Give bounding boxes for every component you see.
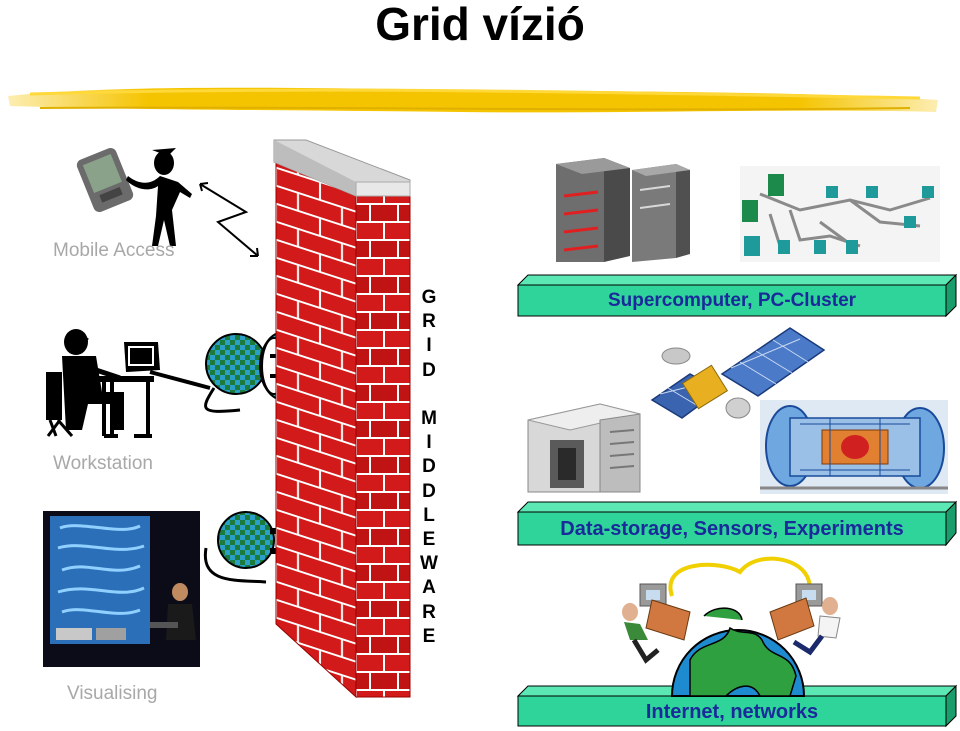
- experiment-detector-icon: [760, 400, 948, 494]
- middleware-letter: D: [422, 480, 436, 502]
- banner-compute-label: Supercomputer, PC-Cluster: [607, 290, 857, 311]
- satellite-icon: [650, 327, 826, 419]
- pda-icon: [76, 147, 134, 213]
- grid-letter: R: [422, 311, 436, 333]
- middleware-word: M I D D L E W A R E: [414, 407, 444, 649]
- page-title: Grid vízió: [375, 0, 585, 50]
- banner-network-label: Internet, networks: [645, 701, 819, 723]
- label-mobile-access: Mobile Access: [53, 240, 175, 261]
- grid-letter: G: [421, 287, 437, 308]
- grid-word: G R I D: [414, 286, 444, 383]
- label-visualising: Visualising: [67, 683, 158, 704]
- label-workstation: Workstation: [53, 453, 153, 474]
- middleware-letter: W: [420, 553, 438, 575]
- middleware-letter: A: [422, 577, 436, 599]
- grid-letter: I: [426, 335, 432, 357]
- workstation-icon: [46, 329, 211, 438]
- supercomputer-icon: [556, 158, 690, 262]
- banner-storage-shape: [516, 500, 958, 547]
- firewall-wall: [273, 139, 411, 699]
- middleware-letter: R: [422, 601, 436, 623]
- middleware-letter: M: [421, 408, 437, 429]
- middleware-letter: E: [422, 529, 436, 551]
- middleware-letter: I: [426, 432, 432, 454]
- visualising-photo: [43, 511, 200, 667]
- banner-storage-label: Data-storage, Sensors, Experiments: [560, 518, 904, 540]
- grid-letter: D: [422, 359, 436, 381]
- middleware-letter: L: [423, 504, 435, 526]
- highlighter-stroke: [8, 87, 938, 113]
- data-storage-icon: [527, 403, 641, 493]
- internet-globe-icon: [668, 556, 812, 697]
- network-user-right-icon: [769, 583, 841, 656]
- network-user-left-icon: [622, 583, 691, 664]
- wireless-link-icon: [199, 182, 259, 257]
- pc-cluster-icon: [740, 166, 940, 262]
- mobile-user-icon: [126, 148, 192, 246]
- middleware-letter: D: [422, 456, 436, 478]
- banner-compute-shape: [516, 273, 958, 318]
- middleware-letter: E: [422, 625, 436, 647]
- plug-icon-bottom: [203, 511, 284, 584]
